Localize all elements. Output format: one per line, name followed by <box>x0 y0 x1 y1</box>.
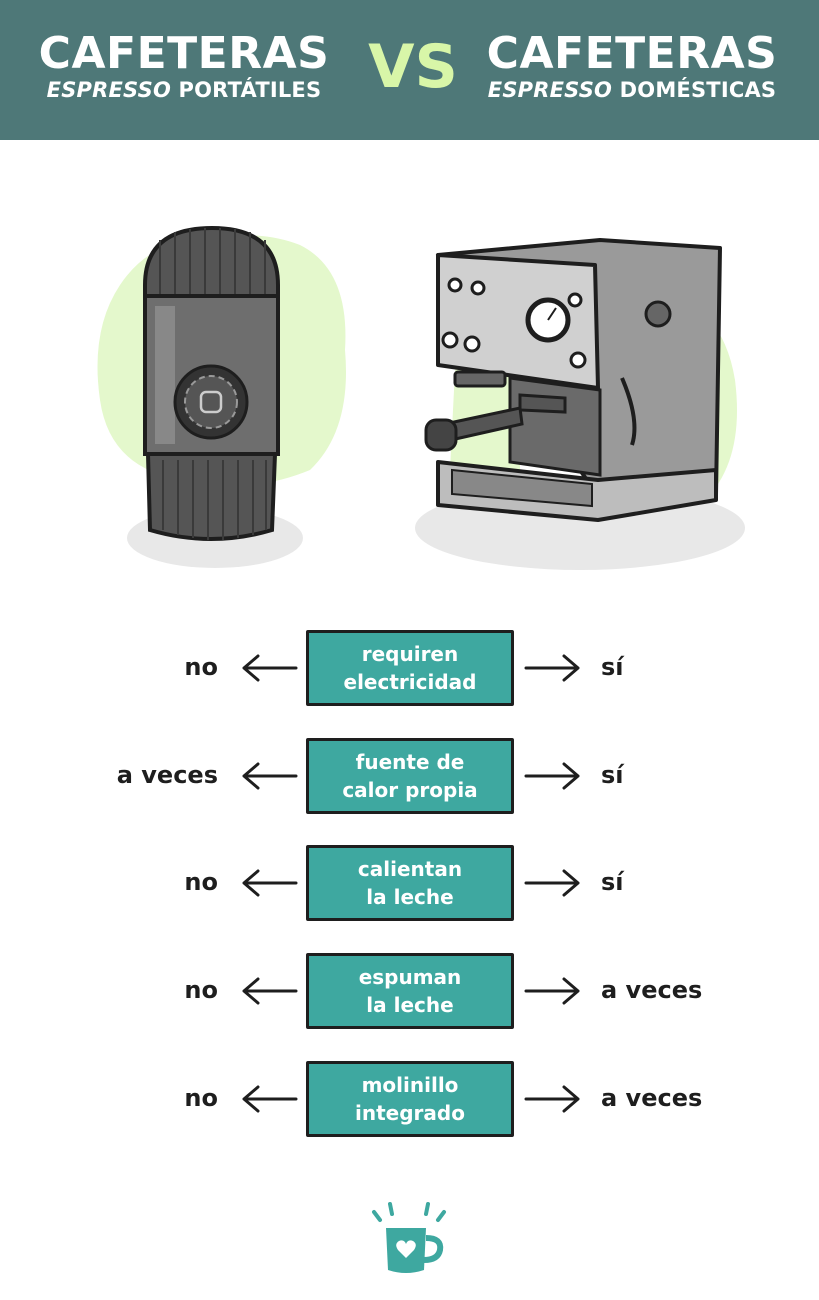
arrow-right-icon <box>524 762 580 790</box>
portable-value: no <box>184 653 218 681</box>
header-banner: CAFETERAS ESPRESSO PORTÁTILES VS CAFETER… <box>0 0 819 140</box>
home-value: sí <box>601 868 624 896</box>
home-value: a veces <box>601 976 703 1004</box>
portable-espresso-maker-icon <box>97 225 346 568</box>
feature-label-line1: fuente de <box>355 750 465 774</box>
feature-label-line2: integrado <box>355 1101 465 1125</box>
feature-box: requiren electricidad <box>306 630 514 706</box>
right-title: CAFETERAS <box>486 28 778 79</box>
comparison-row: no requiren electricidad sí <box>0 630 819 706</box>
arrow-right-icon <box>524 869 580 897</box>
portable-value: no <box>184 976 218 1004</box>
left-title: CAFETERAS <box>38 28 330 79</box>
comparison-row: no espuman la leche a veces <box>0 953 819 1029</box>
comparison-row: no calientan la leche sí <box>0 845 819 921</box>
feature-label-line2: la leche <box>366 885 454 909</box>
home-value: sí <box>601 653 624 681</box>
home-value: sí <box>601 761 624 789</box>
portable-value: no <box>184 1084 218 1112</box>
right-subtitle: ESPRESSO DOMÉSTICAS <box>482 78 782 102</box>
arrow-left-icon <box>242 762 298 790</box>
left-subtitle-rest: PORTÁTILES <box>178 78 322 102</box>
feature-box: molinillo integrado <box>306 1061 514 1137</box>
left-heading: CAFETERAS ESPRESSO PORTÁTILES <box>34 28 334 103</box>
feature-label-line1: requiren <box>361 642 459 666</box>
vs-label: VS <box>368 32 458 102</box>
feature-label-line1: molinillo <box>361 1073 459 1097</box>
arrow-left-icon <box>242 869 298 897</box>
arrow-right-icon <box>524 654 580 682</box>
arrow-right-icon <box>524 1085 580 1113</box>
arrow-left-icon <box>242 654 298 682</box>
portable-value: no <box>184 868 218 896</box>
left-subtitle-italic: ESPRESSO <box>46 78 172 102</box>
left-subtitle: ESPRESSO PORTÁTILES <box>34 78 334 102</box>
feature-label-line1: calientan <box>357 857 463 881</box>
feature-label-line2: electricidad <box>343 670 477 694</box>
feature-label-line1: espuman <box>358 965 462 989</box>
feature-label-line2: calor propia <box>342 778 478 802</box>
right-heading: CAFETERAS ESPRESSO DOMÉSTICAS <box>482 28 782 103</box>
feature-label-line2: la leche <box>366 993 454 1017</box>
arrow-left-icon <box>242 977 298 1005</box>
feature-box: espuman la leche <box>306 953 514 1029</box>
portable-value: a veces <box>116 761 218 789</box>
home-espresso-machine-icon <box>415 238 745 570</box>
arrow-right-icon <box>524 977 580 1005</box>
heart-mug-logo-icon <box>372 1202 446 1273</box>
home-value: a veces <box>601 1084 703 1112</box>
arrow-left-icon <box>242 1085 298 1113</box>
comparison-row: a veces fuente de calor propia sí <box>0 738 819 814</box>
illustrations <box>97 225 745 570</box>
feature-box: fuente de calor propia <box>306 738 514 814</box>
right-subtitle-italic: ESPRESSO <box>487 78 613 102</box>
right-subtitle-rest: DOMÉSTICAS <box>619 78 777 102</box>
comparison-row: no molinillo integrado a veces <box>0 1061 819 1137</box>
feature-box: calientan la leche <box>306 845 514 921</box>
